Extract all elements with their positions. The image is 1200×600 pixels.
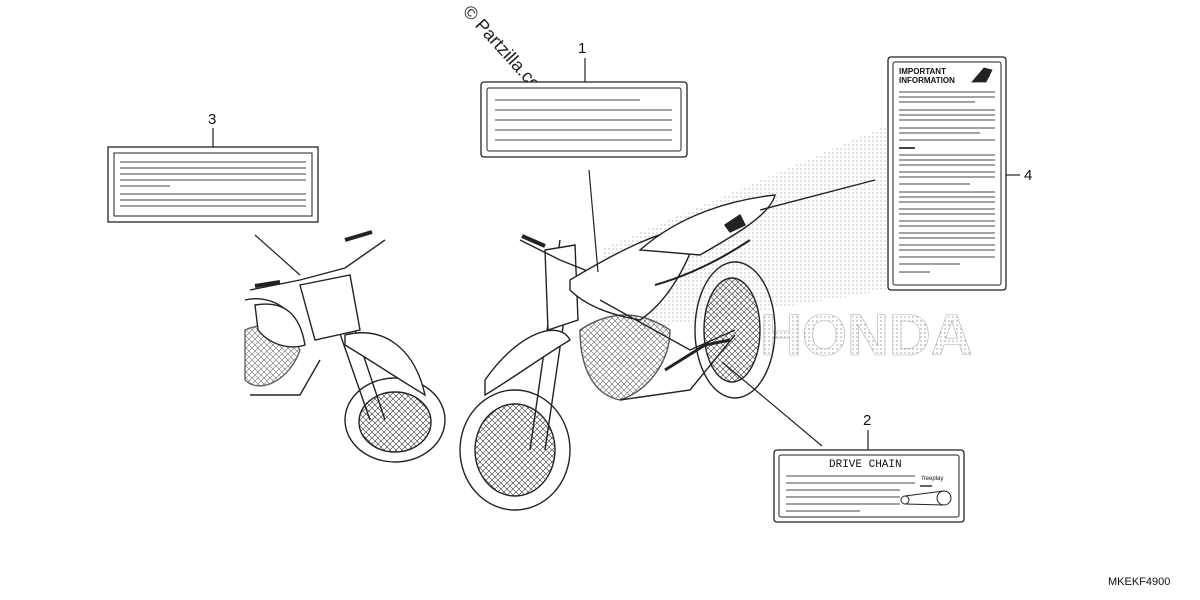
- callout-4: 4: [1024, 167, 1032, 184]
- label-2-title: DRIVE CHAIN: [829, 459, 902, 471]
- honda-wing-icon: [971, 67, 993, 83]
- label-1: [480, 81, 688, 273]
- callout-1: 1: [578, 40, 586, 57]
- label-4-title-line2: INFORMATION: [899, 76, 955, 85]
- ghost-brand-text: HONDA: [760, 303, 973, 368]
- label-2-small-text: freeplay: [922, 476, 943, 482]
- diagram-code: MKEKF4900: [1108, 576, 1170, 588]
- motorcycle-left-illustration: [244, 230, 446, 463]
- drive-chain-icon: [900, 485, 952, 506]
- label-2: DRIVE CHAIN freeplay: [721, 361, 965, 523]
- motorcycle-center-illustration: [459, 179, 876, 511]
- label-4: IMPORTANT INFORMATION: [887, 56, 1007, 291]
- callout-3: 3: [208, 111, 216, 128]
- callout-2: 2: [863, 412, 871, 429]
- label-4-title-line1: IMPORTANT: [899, 67, 946, 76]
- label-3: [107, 146, 319, 276]
